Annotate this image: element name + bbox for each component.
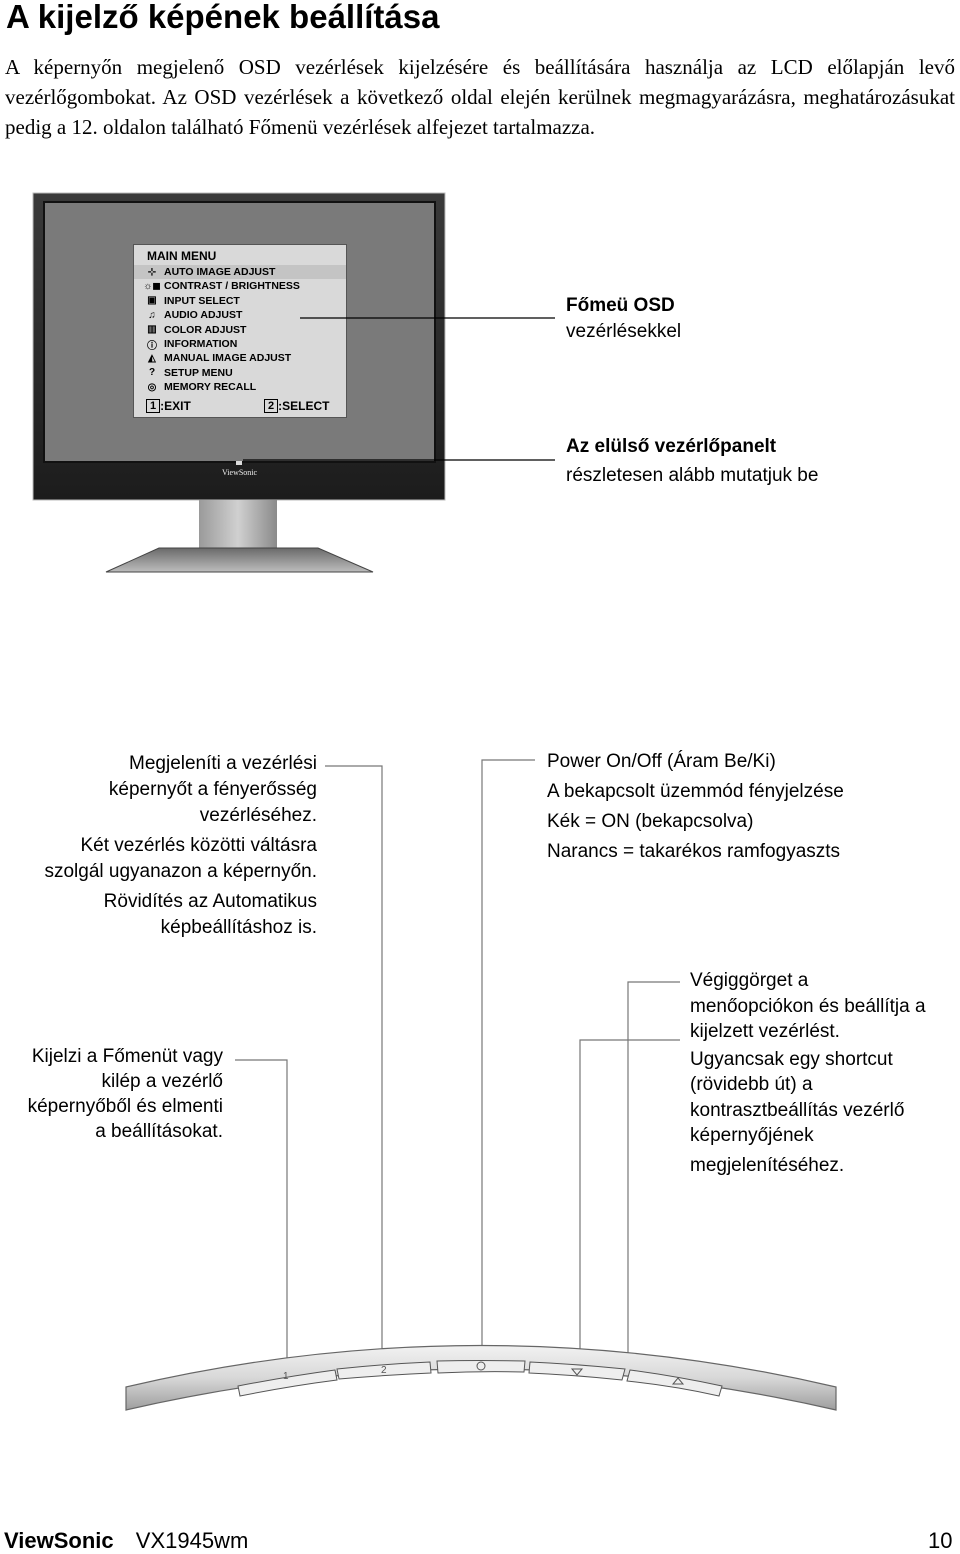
osd-menu-item: ☼◼CONTRAST / BRIGHTNESS [134,279,346,293]
osd-main-menu: MAIN MENU ⊹ AUTO IMAGE ADJUST☼◼CONTRAST /… [133,244,347,418]
osd-menu-item: ▥ COLOR ADJUST [134,323,346,337]
button2-description: Megjeleníti a vezérlési képernyőt a fény… [44,753,317,938]
up-arrow-icon [671,1377,685,1385]
osd-menu-item: ⊹ AUTO IMAGE ADJUST [134,265,346,279]
input-select-icon: ▣ [147,295,157,307]
osd-menu-item-label: MEMORY RECALL [164,381,257,394]
osd-menu-item: ♫ AUDIO ADJUST [134,308,346,322]
panel-button-2-shape [336,1361,432,1380]
monitor-stand-base [105,547,374,573]
osd-select-label: :SELECT [278,399,330,413]
panel-callout-sub: részletesen alább mutatjuk be [566,465,819,486]
page-number: 10 [928,1528,953,1553]
osd-exit-label: :EXIT [160,399,191,413]
footer-model: VX1945wm [135,1528,249,1553]
panel-power-button-shape [436,1360,526,1374]
osd-menu-item: ◭ MANUAL IMAGE ADJUST [134,351,346,365]
arrow-buttons-description: Végiggörget a menőopciókon és beállítja … [690,970,926,1176]
monitor-brand-label: ViewSonic [222,468,258,477]
panel-button-1-shape [237,1369,338,1397]
memory-recall-icon: ◎ [147,381,157,393]
power-icon [476,1361,486,1371]
contrast-brightness-icon: ☼◼ [143,280,161,292]
panel-callout-title: Az elülső vezérlőpanelt [566,436,777,457]
button1-description: Kijelzi a Főmenüt vagy kilép a vezérlő k… [27,1046,223,1142]
intro-paragraph: A képernyőn megjelenő OSD vezérlések kij… [5,55,955,139]
osd-menu-item-label: AUDIO ADJUST [164,309,243,322]
color-adjust-icon: ▥ [147,324,157,336]
osd-menu-item-label: INFORMATION [164,338,238,350]
page-title: A kijelző képének beállítása [6,0,440,35]
panel-button-2-label: 2 [381,1365,387,1376]
osd-menu-item-label: SETUP MENU [164,366,233,379]
osd-menu-item-label: COLOR ADJUST [164,323,247,336]
down-arrow-icon [570,1368,584,1376]
osd-callout-title: Főmeü OSD [566,295,675,316]
osd-menu-item-label: AUTO IMAGE ADJUST [164,266,276,278]
osd-menu-item-label: INPUT SELECT [164,294,240,307]
osd-menu-item: ◎ MEMORY RECALL [134,380,346,394]
audio-icon: ♫ [148,309,156,321]
osd-menu-item: ▣ INPUT SELECT [134,294,346,308]
power-button-description: Power On/Off (Áram Be/Ki) A bekapcsolt ü… [547,751,844,862]
osd-exit-key: 1 [146,399,161,413]
osd-menu-item: ? SETUP MENU [134,366,346,380]
osd-menu-item: ⓘ INFORMATION [134,337,346,352]
footer-brand: ViewSonic [4,1528,114,1553]
panel-button-1-label: 1 [283,1371,289,1382]
osd-menu-item-label: MANUAL IMAGE ADJUST [164,352,292,365]
osd-menu-item-label: CONTRAST / BRIGHTNESS [164,280,300,293]
monitor-stand-neck [199,500,277,550]
osd-callout-sub: vezérlésekkel [566,321,682,342]
information-icon: ⓘ [147,340,157,352]
setup-menu-icon: ? [148,367,156,379]
manual-adjust-icon: ◭ [148,352,156,364]
auto-adjust-icon: ⊹ [147,266,157,278]
osd-menu-header: MAIN MENU [147,249,217,263]
front-control-panel [125,1344,837,1411]
osd-select-key: 2 [264,399,279,413]
